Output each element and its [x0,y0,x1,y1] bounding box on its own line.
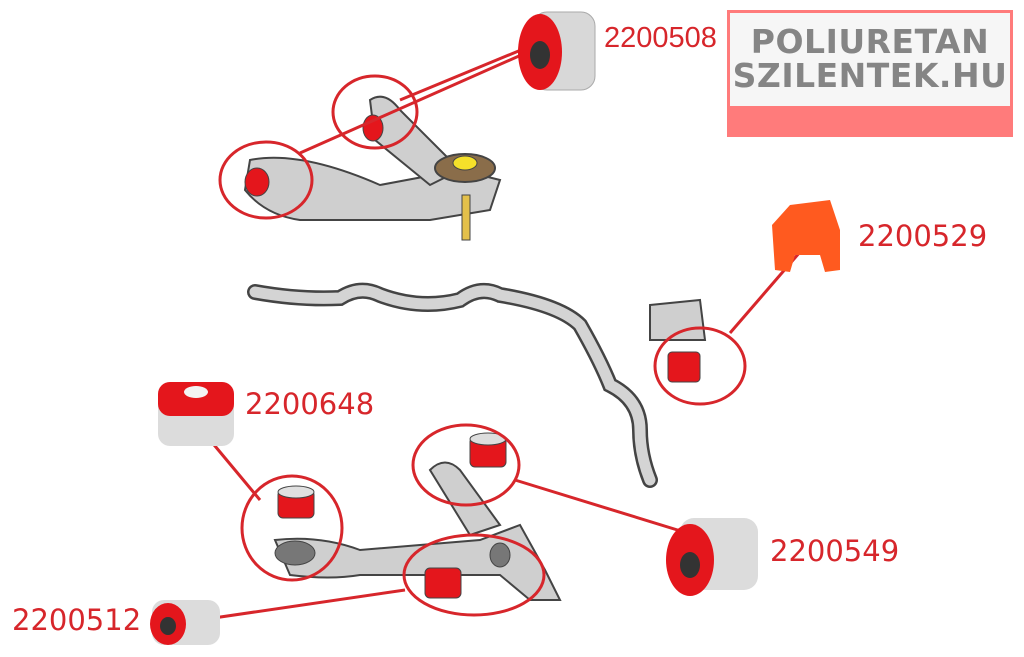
upper-control-arm [243,95,502,241]
logo-panel: POLIURETAN SZILENTEK.HU [730,13,1010,106]
lower-control-arm [273,432,562,601]
bushing-2200529 [772,200,840,272]
highlight-circles [218,74,747,617]
bushing-2200648 [158,382,234,446]
logo-line-1: POLIURETAN [750,22,990,61]
sway-bar [247,282,658,488]
logo-line-2: SZILENTEK.HU [732,56,1008,95]
part-code-label: 2200508 [604,22,717,54]
bushing-2200549 [666,518,758,596]
sway-bar-mount [649,298,707,383]
part-code-label: 2200549 [770,534,900,568]
part-code-label: 2200529 [858,219,988,253]
part-code-label: 2200648 [245,387,375,421]
part-code-label: 2200512 [12,603,142,637]
bushing-2200512 [150,600,220,645]
brand-logo: POLIURETAN SZILENTEK.HU [727,10,1013,137]
bushing-2200508 [518,11,596,91]
